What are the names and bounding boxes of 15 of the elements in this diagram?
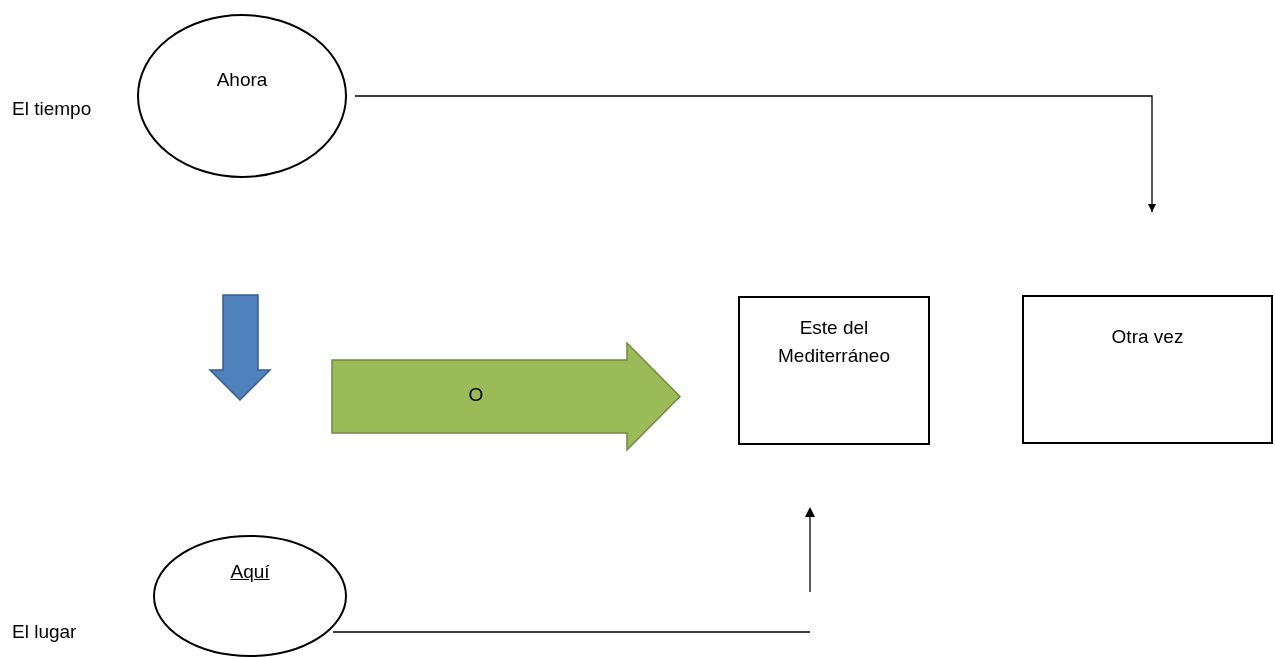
ellipse [137,14,347,178]
arrow [354,95,1156,213]
node-label: Ahora [215,68,269,92]
block-arrow [332,343,680,450]
node-label: O [467,383,485,407]
connector-line [332,631,811,633]
node-label: Aquí [229,560,271,584]
block-arrow [210,295,270,400]
node-label: Otra vez [1110,325,1185,349]
side-label: El lugar [12,621,77,643]
ellipse [153,535,347,657]
node-label: Este del Mediterráneo [777,316,891,368]
process-box [1022,295,1273,444]
process-box [738,296,930,445]
side-label: El tiempo [12,98,92,120]
